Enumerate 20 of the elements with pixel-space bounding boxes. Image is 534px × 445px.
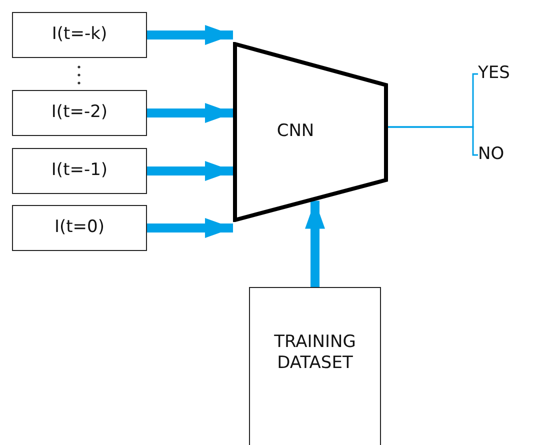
output-label: NO: [478, 143, 518, 167]
box-label: CNN: [276, 121, 314, 143]
box-label: I(t=-k): [52, 24, 108, 46]
arrow: [147, 218, 233, 238]
process-box: [12, 12, 147, 58]
arrow: [147, 25, 233, 45]
process-box: [12, 148, 147, 194]
box-label: I(t=-2): [51, 102, 108, 124]
arrow: [305, 200, 325, 287]
trapezoid-block: [233, 42, 388, 222]
arrow: [147, 161, 233, 181]
output-label: YES: [478, 62, 528, 86]
process-box: [249, 287, 381, 445]
box-label: TRAINING DATASET: [273, 332, 357, 374]
box-label: I(t=-1): [51, 160, 108, 182]
arrow: [147, 103, 233, 123]
connector-line: [388, 126, 478, 156]
process-box: [12, 90, 147, 136]
process-box: [12, 205, 147, 251]
box-label: I(t=0): [54, 217, 104, 239]
